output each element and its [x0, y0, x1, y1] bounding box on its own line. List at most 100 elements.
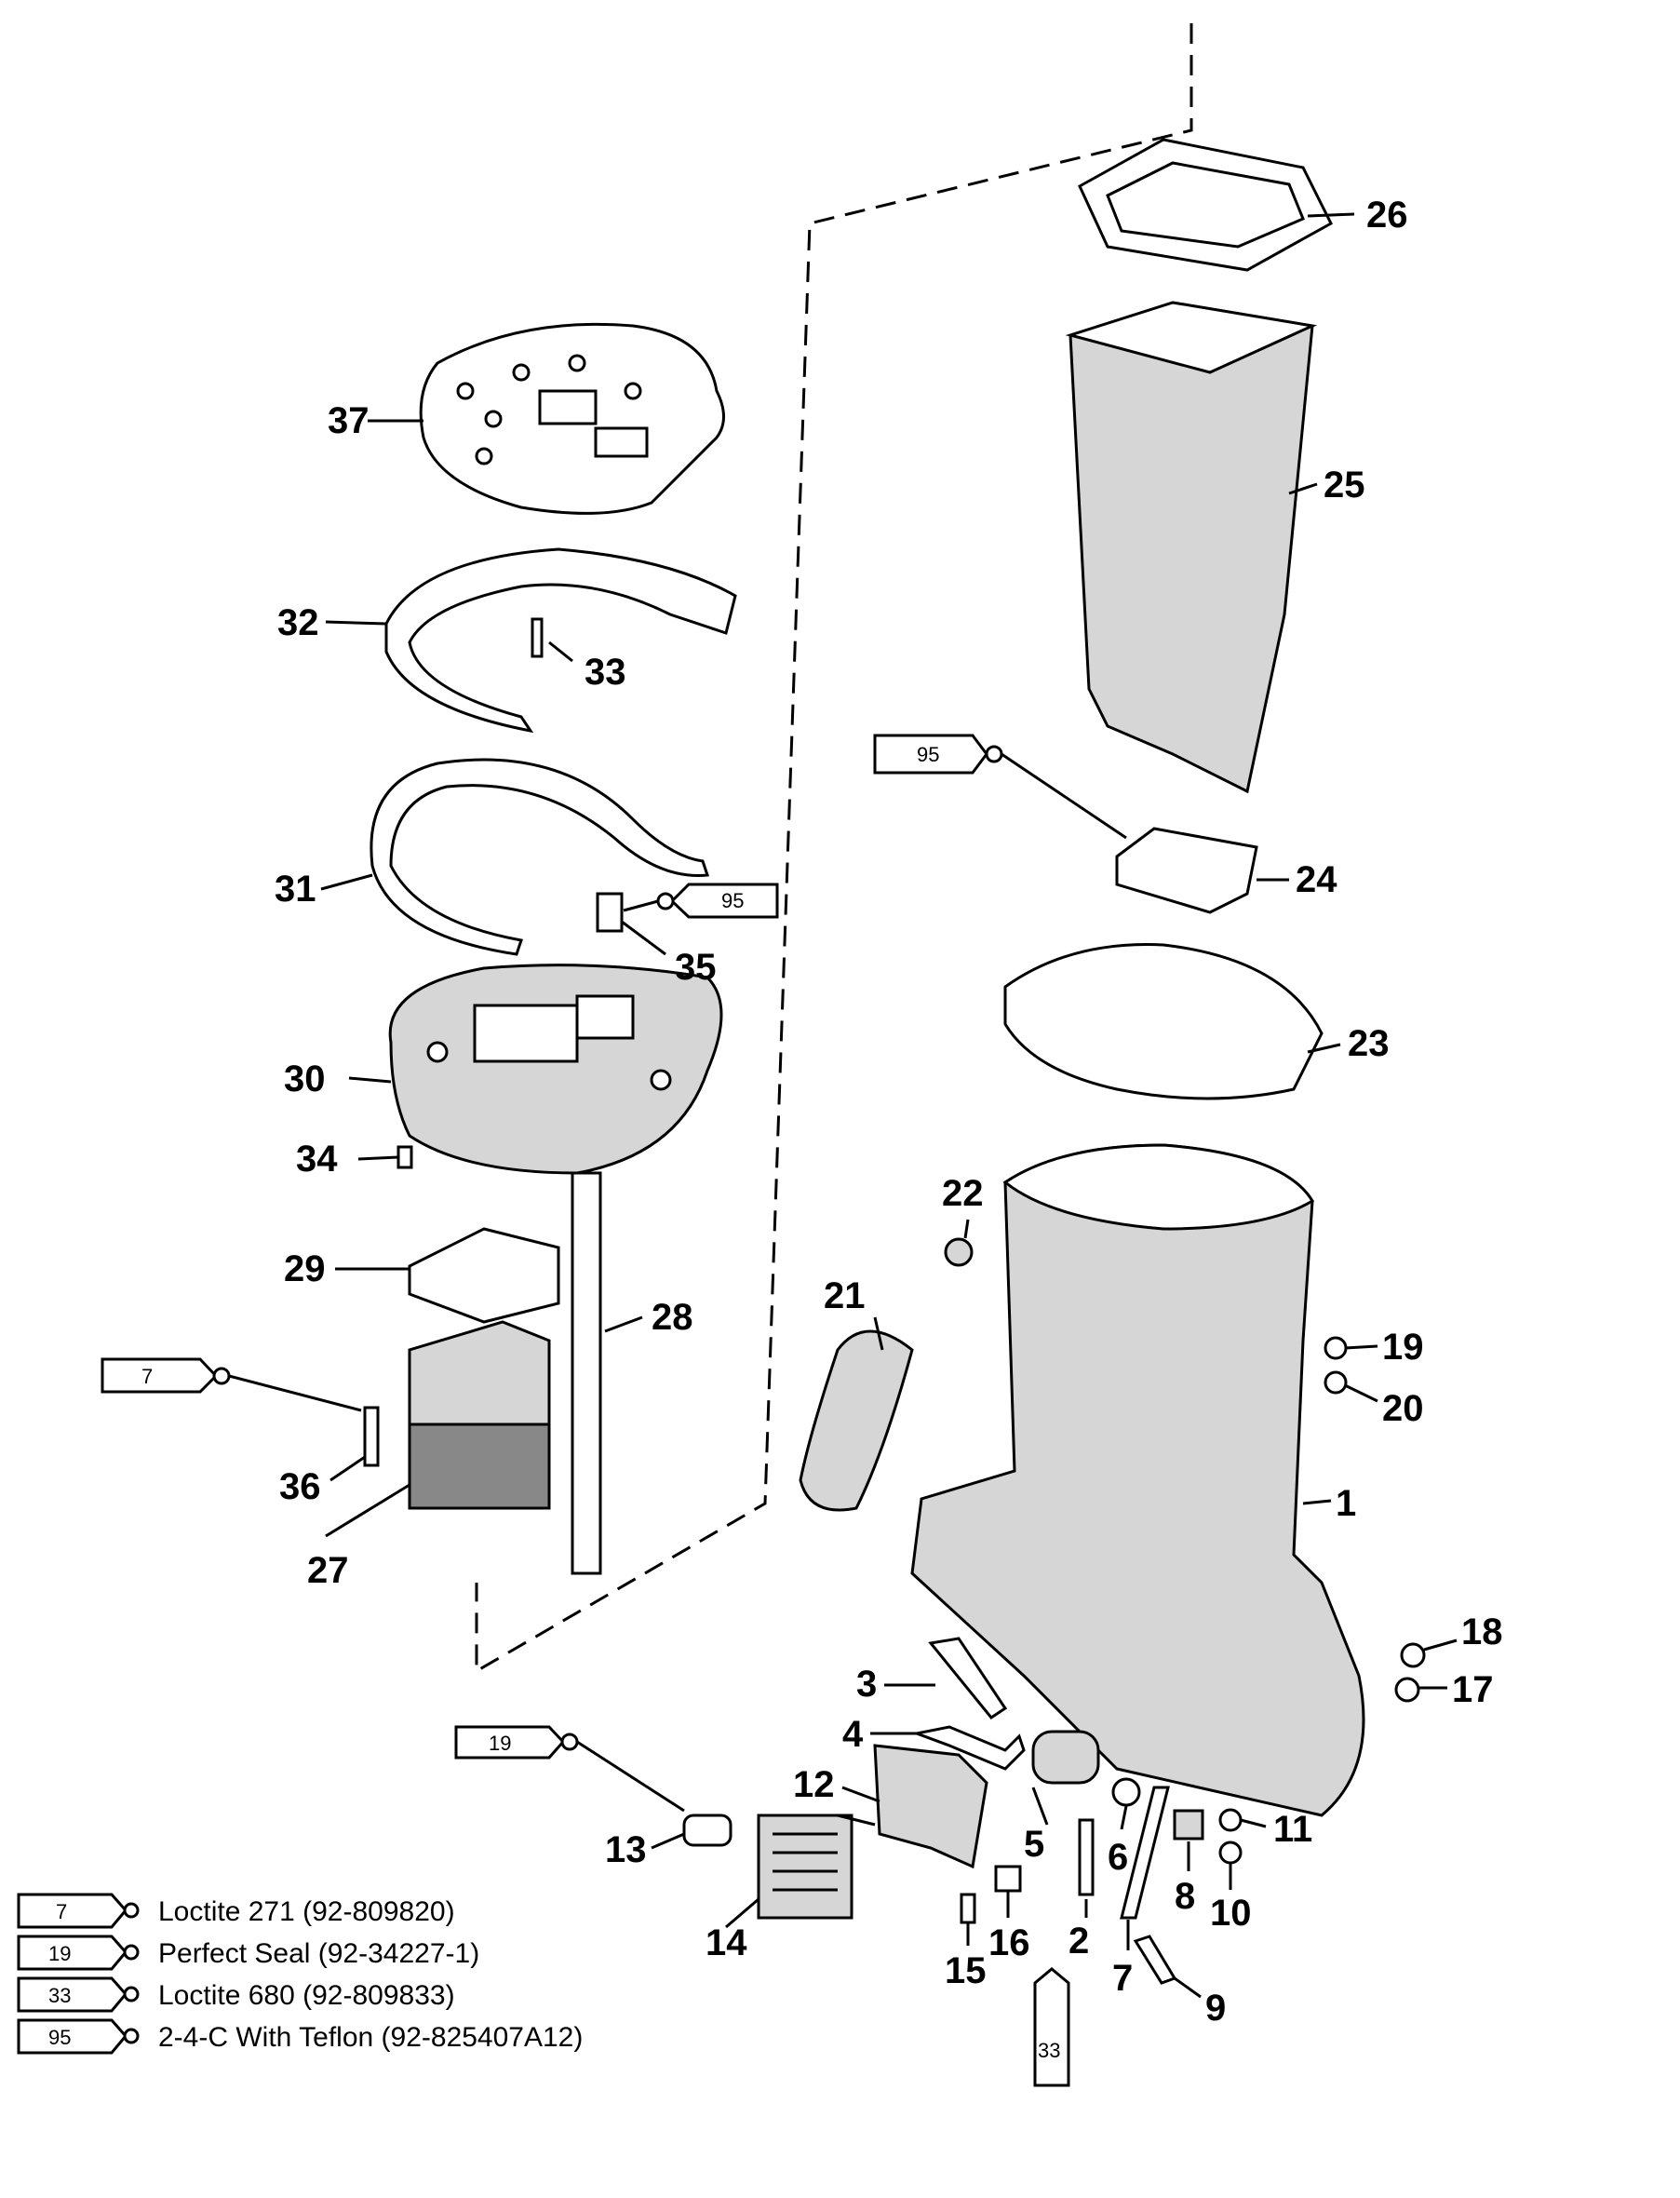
nut-part-19 — [1324, 1336, 1348, 1360]
callout-23: 23 — [1348, 1023, 1390, 1064]
tube-label-7: 7 — [141, 1365, 153, 1388]
water-inlet-grille-part-14 — [757, 1814, 853, 1920]
legend-row-2: 19 Perfect Seal (92-34227-1) — [17, 1935, 479, 1971]
rubber-seal-part-31 — [370, 758, 710, 956]
sealant-tube-teflon-upper: 95 — [623, 883, 779, 919]
callout-27: 27 — [307, 1550, 349, 1591]
adapter-plate-part-30 — [388, 964, 723, 1175]
screw-part-33 — [531, 617, 544, 658]
callout-9: 9 — [1205, 1988, 1226, 2029]
callout-1: 1 — [1336, 1483, 1356, 1524]
callout-4: 4 — [842, 1714, 864, 1755]
callout-16: 16 — [988, 1922, 1030, 1963]
seal-part-24 — [1115, 827, 1258, 914]
callout-28: 28 — [652, 1297, 693, 1338]
tube-label-33: 33 — [1038, 2039, 1060, 2062]
legend-row-3: 33 Loctite 680 (92-809833) — [17, 1976, 455, 2013]
callout-6: 6 — [1108, 1837, 1128, 1878]
plug-part-22 — [944, 1237, 974, 1267]
stud-part-2 — [1078, 1818, 1095, 1896]
exhaust-housing-part-25 — [1065, 301, 1318, 794]
callout-24: 24 — [1296, 859, 1337, 900]
callout-21: 21 — [824, 1275, 866, 1316]
callout-17: 17 — [1452, 1669, 1494, 1710]
callout-labels: 26 25 24 23 22 19 20 1 18 17 3 4 12 5 6 … — [275, 195, 1503, 2029]
callout-36: 36 — [279, 1466, 321, 1507]
legend-text-4: 2-4-C With Teflon (92-825407A12) — [158, 2022, 583, 2053]
callout-12: 12 — [793, 1764, 835, 1805]
water-tube-part-28 — [571, 1171, 602, 1575]
legend-code-3: 33 — [48, 1984, 71, 2007]
callout-30: 30 — [284, 1059, 326, 1099]
callout-2: 2 — [1068, 1921, 1089, 1962]
ground-strap-part-4 — [911, 1725, 1026, 1771]
coupler-part-35 — [596, 892, 624, 933]
callout-25: 25 — [1324, 465, 1365, 506]
nut-part-18 — [1400, 1642, 1426, 1668]
legend-text-1: Loctite 271 (92-809820) — [158, 1896, 455, 1927]
sealant-tube-loctite-680: 33 — [1033, 1967, 1070, 2087]
strap-part-7 — [1120, 1786, 1170, 1920]
tube-label-95-lower: 95 — [917, 743, 939, 766]
legend-code-2: 19 — [48, 1942, 71, 1965]
legend-text-3: Loctite 680 (92-809833) — [158, 1980, 455, 2011]
washer-part-6 — [1111, 1777, 1141, 1807]
screw-part-9 — [1133, 1935, 1177, 1985]
callout-26: 26 — [1366, 195, 1408, 236]
gasket-part-26 — [1078, 138, 1333, 272]
callout-33: 33 — [585, 652, 626, 693]
screw-part-36 — [363, 1406, 380, 1467]
callout-8: 8 — [1175, 1876, 1195, 1917]
callout-3: 3 — [856, 1664, 877, 1705]
sealant-tube-teflon-lower: 95 — [873, 734, 1127, 840]
callout-13: 13 — [605, 1829, 647, 1870]
washer-part-20 — [1324, 1370, 1348, 1395]
bracket-part-12 — [873, 1744, 988, 1869]
callout-19: 19 — [1382, 1327, 1424, 1368]
assembly-dashed-path — [475, 23, 1193, 1674]
washer-part-10 — [1218, 1841, 1243, 1865]
callout-18: 18 — [1461, 1611, 1503, 1652]
callout-11: 11 — [1273, 1809, 1312, 1850]
callout-34: 34 — [296, 1139, 338, 1180]
legend-row-4: 95 2-4-C With Teflon (92-825407A12) — [17, 2018, 583, 2055]
sealant-tube-loctite-271: 7 — [101, 1357, 362, 1412]
callout-10: 10 — [1210, 1893, 1252, 1934]
exhaust-seal-part-21 — [799, 1329, 914, 1512]
callout-22: 22 — [942, 1173, 984, 1214]
callout-5: 5 — [1024, 1824, 1044, 1865]
legend-text-2: Perfect Seal (92-34227-1) — [158, 1938, 479, 1969]
callout-32: 32 — [277, 602, 319, 643]
sealant-legend: 7 Loctite 271 (92-809820) 19 Perfect Sea… — [17, 1893, 583, 2055]
callout-35: 35 — [675, 947, 717, 988]
nut-part-16 — [994, 1865, 1022, 1893]
callout-20: 20 — [1382, 1388, 1424, 1429]
callout-7a: 7 — [1112, 1958, 1133, 1999]
callout-31: 31 — [275, 869, 316, 910]
sealant-tube-perfect-seal: 19 — [454, 1725, 685, 1813]
callout-15: 15 — [945, 1950, 987, 1991]
legend-code-4: 95 — [48, 2026, 71, 2049]
nut-part-8 — [1173, 1809, 1204, 1841]
legend-row-1: 7 Loctite 271 (92-809820) — [17, 1893, 455, 1929]
legend-code-1: 7 — [56, 1900, 67, 1923]
plate-gasket-part-37 — [419, 322, 725, 515]
callout-37: 37 — [328, 400, 370, 441]
trim-tab-part-5 — [1031, 1730, 1100, 1785]
driveshaft-housing-part-1 — [910, 1143, 1365, 1817]
plug-part-13 — [682, 1814, 732, 1847]
callout-14: 14 — [706, 1922, 747, 1963]
nut-part-11 — [1218, 1808, 1243, 1832]
seal-part-32 — [384, 547, 737, 734]
gasket-part-29 — [408, 1227, 560, 1324]
screw-part-15 — [960, 1893, 976, 1924]
tube-label-95-upper: 95 — [721, 889, 744, 912]
washer-part-17 — [1394, 1677, 1420, 1703]
leader-lines — [320, 212, 1458, 1999]
bolt-part-3 — [928, 1637, 1008, 1720]
callout-29: 29 — [284, 1248, 326, 1289]
tube-label-19: 19 — [489, 1732, 511, 1755]
exhaust-tube-part-27 — [408, 1320, 551, 1510]
gasket-part-23 — [1003, 943, 1324, 1100]
